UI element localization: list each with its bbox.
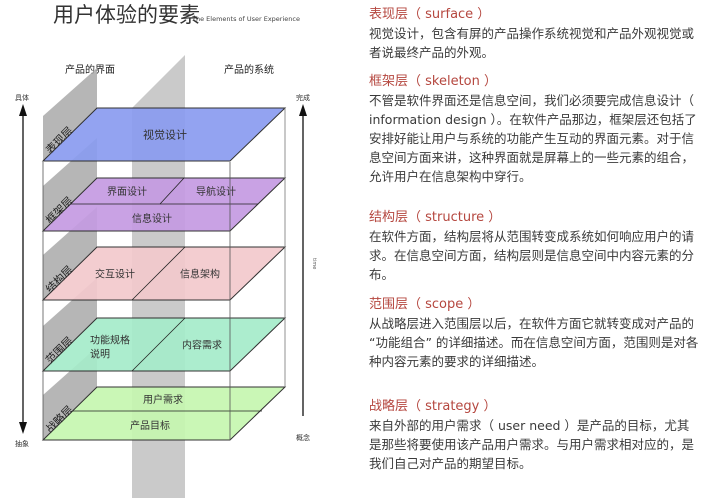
axis-abstract-label: 抽象 [15, 439, 29, 448]
cell-navigation-design: 导航设计 [196, 185, 236, 198]
diagram-title: 用户体验的要素 [53, 3, 200, 27]
arrow-up-icon [299, 104, 307, 116]
section-heading: 战略层（ strategy ） [369, 399, 497, 414]
cell-functional-spec: 功能规格 [90, 334, 130, 347]
layer-description: 框架层（ skeleton ） 不管是软件界面还是信息空间，我们必须要完成信息设计… [369, 73, 699, 186]
section-body: 从战略层进入范围层以后，在软件方面它就转变成对产品的 “功能组合” 的详细描述。… [369, 316, 699, 369]
cell-interface-design: 界面设计 [107, 185, 147, 198]
cell-interaction-design: 交互设计 [95, 268, 135, 281]
diagram-subtitle: The Elements of User Experience [191, 15, 300, 23]
layer-tab [43, 68, 97, 161]
layer-description: 结构层（ structure ） 在软件方面，结构层将从范围转变成系统如何响应用户… [369, 209, 699, 284]
cell-divider [159, 177, 185, 205]
layer-plane [41, 107, 287, 162]
section-body: 在软件方面，结构层将从范围转变成系统如何响应用户的请求。在信息空间方面，结构层则… [369, 229, 695, 282]
cell-functional-spec-2: 说明 [90, 348, 110, 361]
section-heading: 结构层（ structure ） [369, 210, 502, 225]
section-heading: 框架层（ skeleton ） [369, 74, 498, 89]
section-heading: 范围层（ scope ） [369, 297, 481, 312]
axis-complete-label: 完成 [296, 93, 310, 102]
column-label-interface: 产品的界面 [65, 63, 115, 76]
axis-concrete-label: 具体 [15, 93, 29, 102]
section-body: 视觉设计，包含有屏的产品操作系统视觉和产品外观视觉或者说最终产品的外观。 [369, 26, 695, 60]
section-body: 不管是软件界面还是信息空间，我们必须要完成信息设计（ information d… [369, 93, 697, 184]
column-label-system: 产品的系统 [224, 63, 274, 76]
layer-description: 战略层（ strategy ） 来自外部的用户需求（ user need ）是产品… [369, 398, 699, 473]
cell-divider [131, 317, 186, 372]
cell-divider [131, 246, 186, 301]
layer-description: 表现层（ surface ） 视觉设计，包含有屏的产品操作系统视觉和产品外观视觉或… [369, 6, 699, 62]
layer-tab [43, 278, 97, 371]
axis-concept-label: 概念 [296, 433, 310, 442]
cell-visual-design: 视觉设计 [143, 128, 187, 142]
arrow-up-icon [19, 104, 27, 116]
section-body: 来自外部的用户需求（ user need ）是产品的目标，尤其是那些将要使用该产… [369, 418, 695, 471]
section-heading: 表现层（ surface ） [369, 7, 491, 22]
cell-user-needs: 用户需求 [143, 393, 183, 406]
axis-time-label: time [311, 258, 317, 269]
arrow-down-icon [19, 422, 27, 434]
cell-information-design: 信息设计 [132, 212, 172, 225]
cell-content-requirements: 内容需求 [182, 339, 222, 352]
ux-elements-diagram: 用户体验的要素 The Elements of User Experience … [15, 3, 317, 498]
cell-information-architecture: 信息架构 [180, 268, 220, 281]
layer-description: 范围层（ scope ） 从战略层进入范围层以后，在软件方面它就转变成对产品的 “… [369, 296, 699, 371]
cell-product-objectives: 产品目标 [130, 419, 170, 432]
